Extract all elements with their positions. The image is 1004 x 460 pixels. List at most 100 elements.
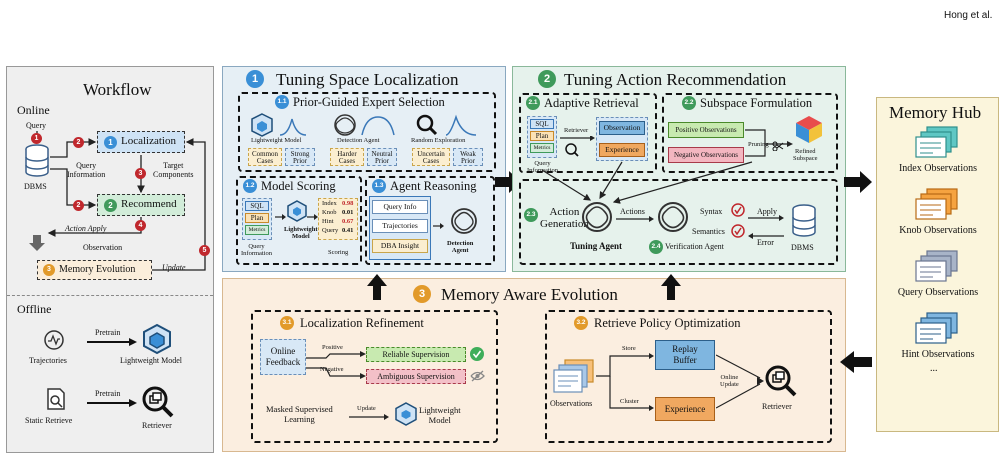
badge-5: 5 xyxy=(199,245,210,256)
expert-lightweight: Lightweight Model xyxy=(251,137,302,144)
sf-title: Subspace Formulation xyxy=(700,96,813,110)
expert-random: Random Exploration xyxy=(411,137,466,144)
localization-label: Localization xyxy=(121,135,176,147)
badge-1: 1 xyxy=(31,133,42,144)
ms-query-info: Query Information xyxy=(241,243,273,258)
syntax-label: Syntax xyxy=(700,207,723,216)
error-label: Error xyxy=(757,238,774,247)
score-index-k: Index xyxy=(322,200,337,207)
database-icon xyxy=(25,144,49,177)
subspace-box xyxy=(662,93,838,173)
hub-item-label: Knob Observations xyxy=(899,225,977,236)
offline-label: Offline xyxy=(17,302,52,316)
adr-num: 2.1 xyxy=(526,96,540,110)
lr-arrows xyxy=(306,351,366,379)
ar-item-trajectories: Trajectories xyxy=(372,219,428,233)
hub-item-label: ... xyxy=(930,363,938,374)
hub-item-label: Hint Observations xyxy=(901,349,975,360)
lr-ambiguous: Ambiguous Supervision xyxy=(366,369,466,384)
static-retrieve-icon xyxy=(47,388,65,410)
agent-reasoning-box xyxy=(365,176,495,265)
mae-title: Memory Aware Evolution xyxy=(441,285,618,304)
score-knob-k: Knob xyxy=(322,209,337,216)
lr-negative-label: Negative xyxy=(320,366,344,373)
model-scoring-box xyxy=(236,176,362,265)
tuning-agent-label: Tuning Agent xyxy=(570,241,622,251)
prior-neutral: Neutral Prior xyxy=(367,148,397,166)
retriever-label: Retriever xyxy=(142,421,172,430)
localization-box xyxy=(97,131,185,153)
adr-retriever-icon xyxy=(560,136,595,157)
ms-scoring-label: Scoring xyxy=(328,249,349,256)
ar-item-dba-insight: DBA Insight xyxy=(372,239,428,253)
lr-positive-label: Positive xyxy=(322,344,343,351)
check-icon xyxy=(470,347,484,361)
ms-num: 1.2 xyxy=(243,179,257,193)
case-harder: Harder Cases xyxy=(330,148,364,166)
hub-stack-icon xyxy=(915,312,958,344)
retrieve-policy-box xyxy=(545,310,832,443)
eye-off-icon xyxy=(470,370,485,382)
tar-connect-arrows xyxy=(541,161,753,204)
apply-error-arrows xyxy=(748,215,784,239)
hub-title: Memory Hub xyxy=(889,103,982,122)
sf-num: 2.2 xyxy=(682,96,696,110)
case-common: Common Cases xyxy=(248,148,282,166)
rpo-cluster-label: Cluster xyxy=(620,398,639,405)
adr-tag-sql: SQL xyxy=(530,119,554,129)
score-knob-v: 0.01 xyxy=(342,209,354,216)
tar-num: 2 xyxy=(538,70,556,88)
lr-update-arrow xyxy=(349,414,389,420)
rpo-split-arrows xyxy=(596,353,654,411)
pretrain2-label: Pretrain xyxy=(95,389,121,398)
hub-item-label: Index Observations xyxy=(898,163,978,174)
rpo-merge-arrows xyxy=(716,354,764,409)
query-info-label: Query Information xyxy=(67,161,106,179)
recommend-num: 2 xyxy=(104,199,117,212)
lr-update-label: Update xyxy=(357,405,376,412)
ms-tag-sql: SQL xyxy=(245,201,269,211)
score-index-v: 0.98 xyxy=(342,200,354,207)
memory-evolution-num: 3 xyxy=(43,264,55,276)
score-query-k: Query xyxy=(322,227,339,234)
localization-num: 1 xyxy=(104,136,117,149)
ms-tag-plan: Plan xyxy=(245,213,269,223)
lr-reliable: Reliable Supervision xyxy=(366,347,466,362)
sf-pruning-label: Pruning xyxy=(748,141,769,148)
ar-item-query-info: Query Info xyxy=(372,200,428,214)
tar-database-icon xyxy=(792,204,816,237)
pges-title: Prior-Guided Expert Selection xyxy=(293,95,445,109)
ms-arrow-2 xyxy=(307,214,318,220)
rpo-observations-label: Observations xyxy=(550,399,593,408)
badge-2b: 2 xyxy=(73,200,84,211)
case-uncertain: Uncertain Cases xyxy=(412,148,450,166)
hub-item-label: Query Observations xyxy=(897,287,979,298)
rpo-experience: Experience xyxy=(655,397,715,421)
static-retrieve-label: Static Retrieve xyxy=(25,416,73,425)
arrow-mae-tsl xyxy=(367,274,387,300)
badge-2a: 2 xyxy=(73,137,84,148)
ar-arrow xyxy=(433,223,444,229)
sf-refined-label: Refined Subspace xyxy=(793,148,818,163)
ar-agent-label: Detection Agent xyxy=(447,240,474,255)
tar-title: Tuning Action Recommendation xyxy=(564,70,787,89)
lr-title: Localization Refinement xyxy=(300,316,424,330)
badge-4: 4 xyxy=(135,220,146,231)
rpo-store-label: Store xyxy=(622,345,636,352)
verification-agent-label: Verification Agent xyxy=(665,242,724,251)
tar-dbms-label: DBMS xyxy=(791,243,814,252)
rpo-retriever-label: Retriever xyxy=(762,402,792,411)
dbms-label: DBMS xyxy=(24,182,47,191)
workflow-divider xyxy=(7,295,213,296)
hub-stack-icon xyxy=(915,188,958,220)
syntax-check-icon xyxy=(731,203,745,217)
tsl-num: 1 xyxy=(246,70,264,88)
rpo-num: 3.2 xyxy=(574,316,588,330)
verification-agent-icon xyxy=(658,202,688,232)
lr-model-icon xyxy=(395,402,417,426)
expert-detection: Detection Agent xyxy=(337,137,380,144)
lr-online-feedback: Online Feedback xyxy=(260,339,306,375)
va-num: 2.4 xyxy=(649,240,663,254)
prior-strong: Strong Prior xyxy=(285,148,315,166)
hub-stack-icon xyxy=(915,250,958,282)
